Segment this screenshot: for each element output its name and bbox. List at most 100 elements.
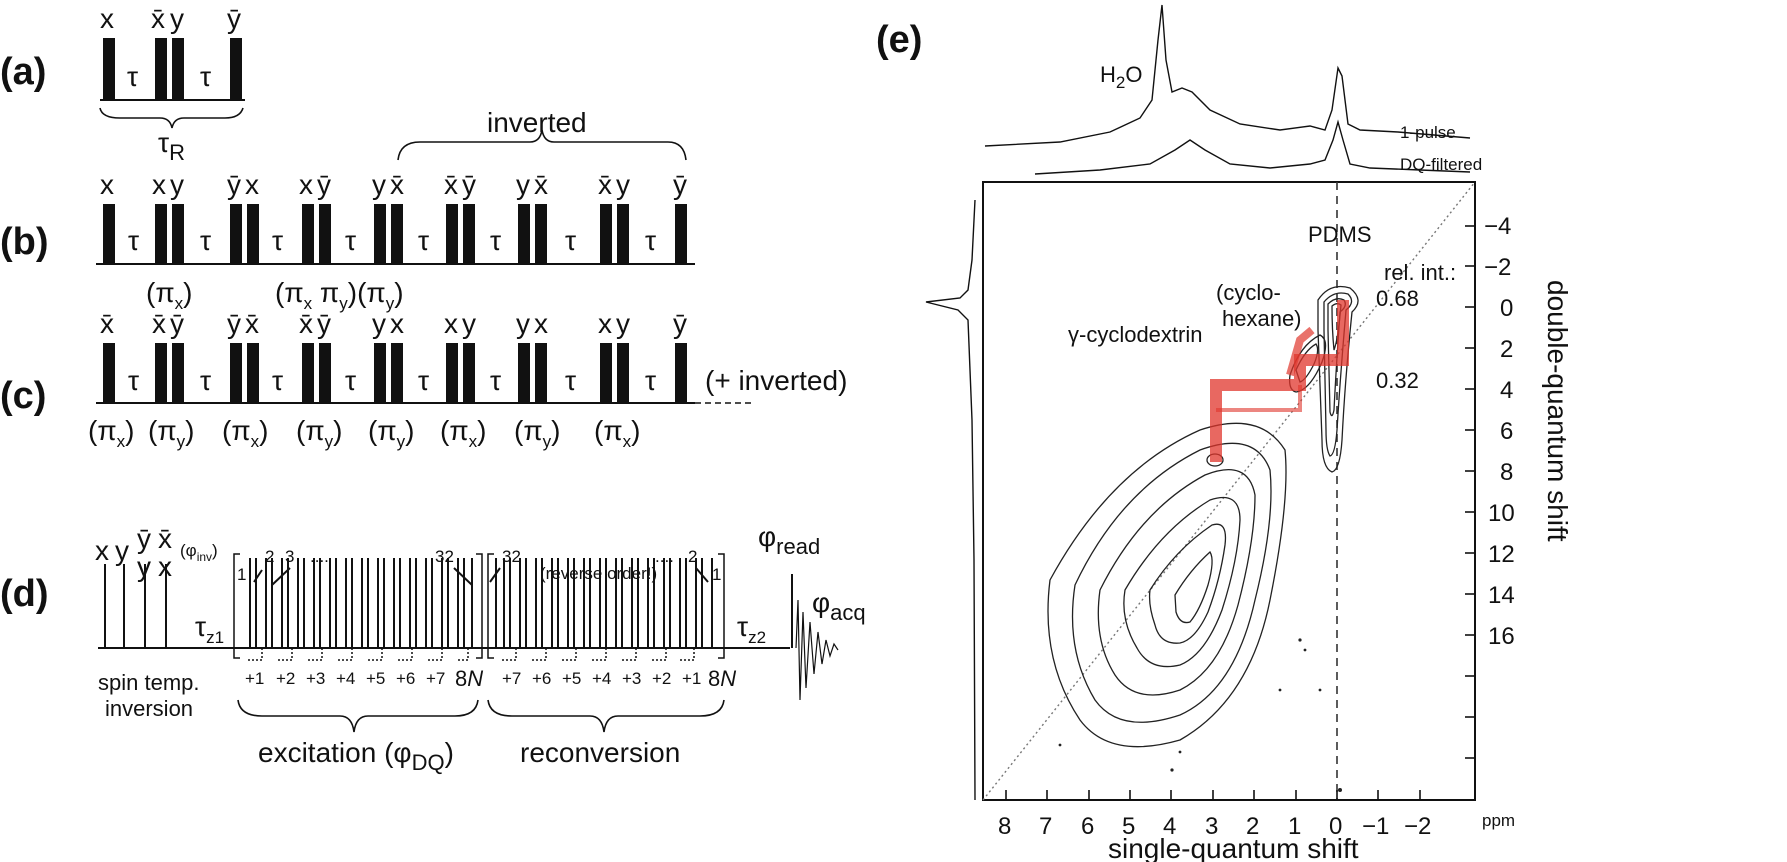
- phase-label: ȳ: [462, 169, 476, 200]
- group-label: (πy): [148, 415, 194, 451]
- group-label: (πx): [222, 415, 268, 451]
- group-label: (πx πy)(πy): [275, 277, 404, 313]
- increment-label: +3: [622, 669, 641, 688]
- phase-label: x̄: [245, 308, 259, 339]
- group-label: (πy): [296, 415, 342, 451]
- cycle-number: 3: [285, 547, 294, 566]
- reverse-order-note: (reverse order!): [540, 564, 657, 583]
- trace-label: 1-pulse: [1400, 123, 1456, 142]
- y-tick-label: 2: [1500, 336, 1513, 363]
- contour-cyclodextrin: [1047, 422, 1287, 748]
- x-tick-label: 5: [1122, 813, 1135, 840]
- x-tick-label: 2: [1246, 813, 1259, 840]
- increment-label: +1: [682, 669, 701, 688]
- plot-frame: [982, 181, 1476, 801]
- spin-temp-label: spin temp.: [98, 670, 200, 695]
- period-brace: [99, 107, 244, 129]
- phase-label: ȳ: [317, 169, 331, 200]
- delay-label: τ: [645, 365, 656, 396]
- phase-label: x: [390, 308, 404, 339]
- y-tick-label: 12: [1488, 541, 1515, 568]
- delay-label: τ: [272, 365, 283, 396]
- phase-label: y: [516, 169, 530, 200]
- x-tick-label: 4: [1163, 813, 1176, 840]
- phase-label: y: [170, 169, 184, 200]
- ppm-label: ppm: [1482, 811, 1515, 830]
- delay-label: τ: [272, 225, 283, 256]
- phase-label: x: [245, 169, 259, 200]
- phase-label: ȳ: [673, 169, 687, 200]
- cycle-number: 32: [435, 547, 454, 566]
- increment-label: +2: [652, 669, 671, 688]
- cyclohexane-marker: [1286, 326, 1315, 377]
- phase-label: y: [616, 169, 630, 200]
- excitation-block: 1 2 3 .... 32 +1 +2 +3 +4 +5 +6 +7 8N ex…: [233, 547, 483, 775]
- phase-label: x: [152, 169, 166, 200]
- x-tick-label: 6: [1081, 813, 1094, 840]
- delay-label: τ: [418, 225, 429, 256]
- cycle-number: 2: [688, 547, 697, 566]
- inversion-label: inversion: [105, 696, 193, 721]
- delay-label: τ: [128, 225, 139, 256]
- rel-int-value-2: 0.32: [1376, 368, 1419, 393]
- trace-label: DQ-filtered: [1400, 155, 1482, 174]
- phase-label: x̄: [598, 169, 612, 200]
- phase-label: y: [616, 308, 630, 339]
- pdms-label: PDMS: [1308, 222, 1372, 247]
- group-label: (πx): [88, 415, 134, 451]
- inverted-note: (+ inverted): [705, 365, 847, 396]
- increment-label: +1: [245, 669, 264, 688]
- trace-dq-filtered: [1034, 119, 1471, 175]
- increment-label: 8N: [708, 666, 736, 691]
- delay-label: τ: [345, 365, 356, 396]
- x-tick-label: −1: [1362, 813, 1389, 840]
- y-tick-label: −2: [1484, 254, 1511, 281]
- phase-label: x̄: [100, 308, 114, 339]
- x-tick-label: −2: [1404, 813, 1431, 840]
- panel-c-label: (c): [0, 375, 46, 417]
- panel-b-label: (b): [0, 221, 49, 263]
- delay-label: τ: [200, 61, 211, 92]
- x-tick-label: 0: [1329, 813, 1342, 840]
- y-tick-label: 4: [1500, 377, 1513, 404]
- phase-label: ȳ: [673, 308, 687, 339]
- increment-label: +3: [306, 669, 325, 688]
- delay-label: τ: [200, 365, 211, 396]
- cycle-number: 1: [712, 565, 721, 584]
- cycle-dots: ....: [655, 547, 674, 566]
- delay-label: τ: [565, 225, 576, 256]
- y-tick-label: −4: [1484, 213, 1511, 240]
- delay-label: τ: [345, 225, 356, 256]
- group-label: (πy): [514, 415, 560, 451]
- diagonal-line: [982, 181, 1476, 801]
- trace-1-pulse: [984, 4, 1471, 147]
- cyclodextrin-label: γ-cyclodextrin: [1068, 322, 1202, 347]
- phase-label: x: [100, 169, 114, 200]
- delay-label: τ: [127, 61, 138, 92]
- phase-label: x̄: [534, 169, 548, 200]
- x-tick-label: 1: [1288, 813, 1301, 840]
- phase-label: y: [462, 308, 476, 339]
- y-tick-label: 0: [1500, 295, 1513, 322]
- rel-int-label: rel. int.:: [1384, 260, 1456, 285]
- phase-label: ȳ: [170, 308, 184, 339]
- x-tick-label: 8: [998, 813, 1011, 840]
- panel-c: (c) x̄ x̄ ȳ ȳ x̄ x̄ ȳ y x x y y x x y ȳ …: [0, 308, 847, 451]
- phase-label: x̄: [444, 169, 458, 200]
- panel-a-label: (a): [0, 51, 46, 93]
- increment-label: +4: [336, 669, 355, 688]
- period-label: τR: [158, 127, 185, 165]
- cycle-number: 32: [502, 547, 521, 566]
- x-axis-ticks: [1005, 790, 1421, 800]
- phase-label: x̄: [151, 3, 165, 34]
- phase-label: x̄: [158, 523, 172, 554]
- delay-label: τ: [490, 225, 501, 256]
- phase-label: x: [100, 3, 114, 34]
- phase-label: ȳ: [227, 3, 241, 34]
- y-tick-label: 10: [1488, 500, 1515, 527]
- panel-a: (a) x x̄ y ȳ τ τ τR: [0, 3, 245, 165]
- delay-label: τ: [490, 365, 501, 396]
- x-tick-label: 7: [1039, 813, 1052, 840]
- increment-label: +6: [532, 669, 551, 688]
